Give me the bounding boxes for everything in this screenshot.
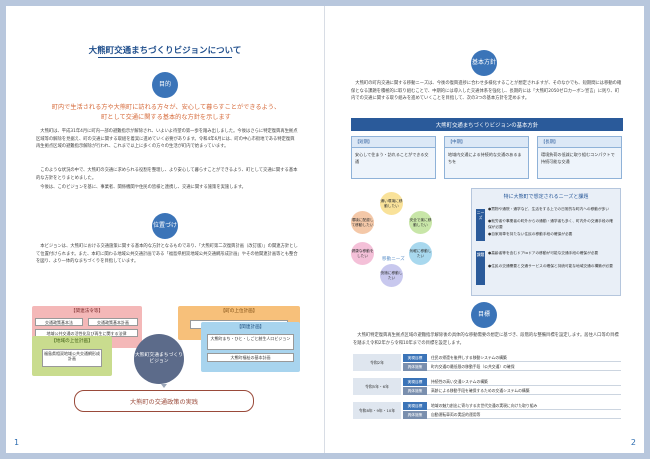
row-label: 実現目標	[403, 354, 427, 362]
brochure-spread: 大熊町交通まちづくりビジョンについて 目的 町内で生活される方や大熊町に訪れる方…	[6, 6, 644, 453]
row-value: 高齢による移動手段を確保するための交通システムの構築	[427, 387, 621, 395]
row-value: 住民の帰還を後押しする移動システムの構築	[427, 354, 621, 362]
need-bubble: 環境に配慮して移動したい	[351, 211, 374, 234]
purpose-tag: 目的	[152, 72, 178, 98]
needs-title: 特に大熊町で想定されるニーズと課題	[503, 194, 589, 200]
related-plans-heading: 【関連計画】	[236, 325, 265, 330]
goal-tag: 目標	[471, 302, 497, 328]
period-cell: 令和2年	[353, 354, 401, 371]
regional-plan-item: 福島県相双地域公共交通網形成計画	[42, 349, 102, 367]
card-body: 環境負荷の低減に取り組むコンパクトで持続可能な交通	[541, 152, 615, 164]
related-plan-item: 大熊町福祉の基本計画	[207, 353, 294, 362]
regional-plan-heading: 【地域の上位計画】	[51, 339, 93, 344]
need-bubble: 気軽に移動したい	[409, 242, 432, 265]
purpose-paragraph-1: 大熊町は、平成31年4月に町内一部の避難指示が解除され、いよいよ待望の第一歩を踏…	[36, 129, 298, 150]
page-number: 2	[630, 438, 636, 447]
regional-plan-box: 【地域の上位計画】 福島県相双地域公共交通網形成計画	[32, 336, 112, 376]
row-value: 自動運転車両の実証的運用等	[427, 411, 621, 419]
town-plan-heading: 【町の上位計画】	[220, 309, 258, 314]
purpose-paragraph-3: 今後は、このビジョンを基に、事業者、関係機関や住民の皆様と連携し、交通に関する施…	[40, 185, 246, 190]
card-body: 安心して住まう・訪れることができる交通	[355, 152, 429, 164]
period-cell: 令和5年・6年	[353, 378, 401, 395]
purpose-paragraph-2: このような状況の中で、大熊町の交通に求められる役割を整理し、より安心して暮らすこ…	[36, 168, 298, 181]
need-item: ●高齢者等を含むドアtoドアの移動が可能な交通手段の確保が必要	[488, 251, 599, 255]
row-value: 地域の魅力創出に寄与する次世代交通の実現に向けた取り組み	[427, 402, 621, 410]
law-item: 交通政策基本法	[35, 318, 83, 326]
need-bubble: 安全で楽に移動したい	[409, 211, 432, 234]
goal-paragraph: 大熊町特定復興再生拠点区域の避難指示解除後の具体的な移動需要の想定に基づき、段階…	[353, 333, 619, 346]
practice-box: 大熊町の交通政策の実践	[74, 390, 254, 412]
needs-tag: ニーズ	[476, 209, 485, 241]
page-title: 大熊町交通まちづくりビジョンについて	[88, 46, 242, 56]
card-heading: 【中期】	[445, 137, 528, 148]
left-page: 大熊町交通まちづくりビジョンについて 目的 町内で生活される方や大熊町に訪れる方…	[6, 6, 325, 453]
row-label: 具体施策	[403, 411, 427, 419]
vision-center-circle: 大熊町交通まちづくりビジョン	[134, 334, 184, 384]
row-label: 実現目標	[403, 402, 427, 410]
title-underline	[98, 57, 232, 58]
card-heading: 【長期】	[538, 137, 621, 148]
need-bubble: 健康な移動をしたい	[351, 242, 374, 265]
row-value: 持続性の高い交通システムの構築	[427, 378, 621, 386]
policy-card-short: 【短期】 安心して住まう・訪れることができる交通	[351, 136, 436, 179]
need-item: ●買物や通院・通学など、生活をする上での日常的な町内への移動が多い	[488, 207, 610, 211]
need-item: ●住民の交通需要と交通サービスの確保と持続可能な地域交通の構築が必要	[488, 264, 613, 268]
needs-issues-box: 特に大熊町で想定されるニーズと課題 ニーズ 課題 ●買物や通院・通学など、生活を…	[471, 188, 621, 296]
policy-paragraph: 大熊町の町内交通に関する移動ニーズは、今後の復興進捗に合わせ多様化することが想定…	[351, 81, 622, 102]
row-label: 実現目標	[403, 378, 427, 386]
needs-center-label: 移動ニーズ	[382, 257, 405, 262]
row-value: 町内交通の最低限の移動手段（公共交通）の確保	[427, 363, 621, 371]
law-item: 交通政策基本計画	[88, 318, 138, 326]
position-paragraph: 本ビジョンは、大熊町における交通施策に関する基本的な方針となるものであり、「大熊…	[36, 244, 298, 265]
position-tag: 位置づけ	[152, 213, 178, 239]
policy-card-mid: 【中期】 地域内交通による持続的な交通のあるまちを	[444, 136, 529, 179]
slogan-line-2: 町として交通に関する基本的な方針を示します	[101, 114, 231, 121]
card-body: 地域内交通による持続的な交通のあるまちを	[448, 152, 522, 164]
related-plan-item: 大熊町まち・ひと・しごと創生人口ビジョン	[207, 334, 294, 350]
card-heading: 【短期】	[352, 137, 435, 148]
need-bubble: 快適に移動したい	[380, 264, 403, 287]
need-item: ●就労者や事業者の町外からの通勤・通学者も多く、町内外の交通手段の確保が必要	[488, 219, 613, 229]
period-cell: 令和8年・9年・10年	[353, 402, 401, 419]
page-number: 1	[14, 438, 20, 447]
need-bubble: 通い環境に移動したい	[380, 192, 403, 215]
row-label: 具体施策	[403, 387, 427, 395]
slogan-line-1: 町内で生活される方や大熊町に訪れる方々が、安心して暮らすことができるよう、	[51, 104, 281, 111]
need-item: ●自家用車を持たない住民の移動手段の確保が必要	[488, 232, 573, 236]
policy-section-title: 大熊町交通まちづくりビジョンの基本方針	[351, 118, 623, 131]
row-label: 具体施策	[403, 363, 427, 371]
policy-card-long: 【長期】 環境負荷の低減に取り組むコンパクトで持続可能な交通	[537, 136, 622, 179]
down-arrow-icon	[161, 384, 167, 388]
basic-policy-tag: 基本方針	[471, 50, 497, 76]
related-plans-box: 【関連計画】 大熊町まち・ひと・しごと創生人口ビジョン 大熊町福祉の基本計画	[201, 322, 300, 372]
issues-tag: 課題	[476, 251, 485, 285]
right-page: 基本方針 大熊町の町内交通に関する移動ニーズは、今後の復興進捗に合わせ多様化する…	[325, 6, 644, 453]
related-laws-heading: 【関連法令等】	[70, 309, 104, 314]
